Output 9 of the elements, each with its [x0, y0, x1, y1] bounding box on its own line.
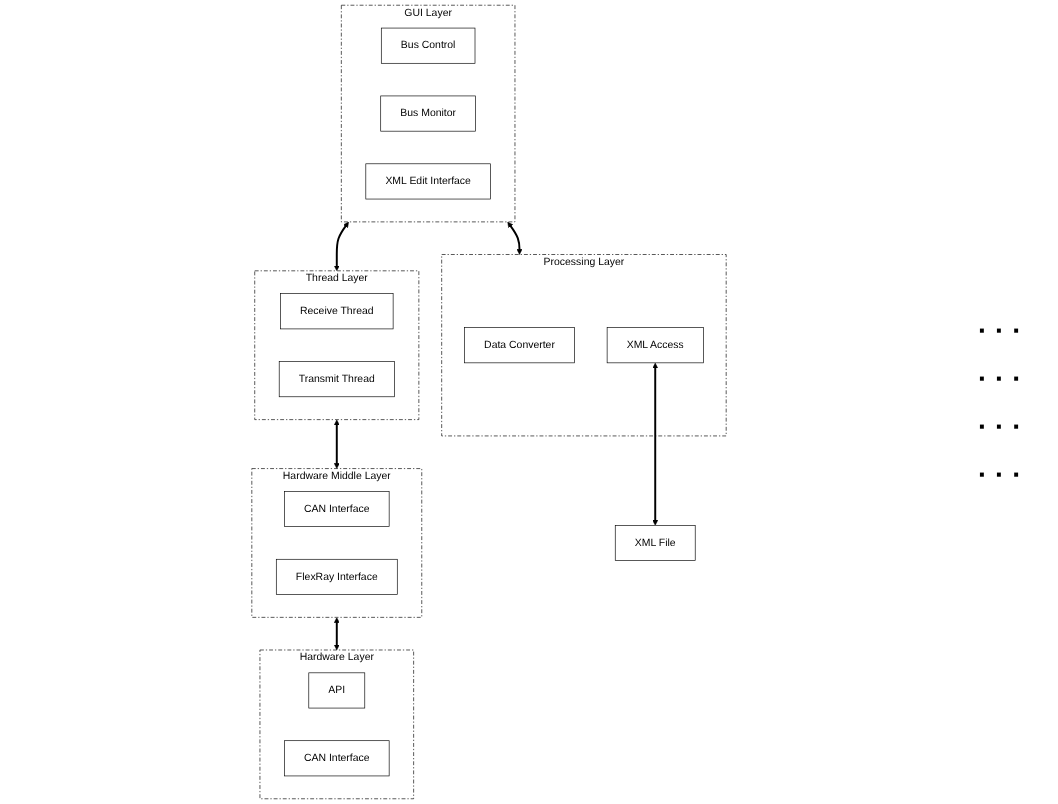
- ellipsis: · · ·: [978, 314, 1024, 346]
- arrow: [507, 221, 523, 255]
- arrow: [333, 221, 349, 272]
- arrow: [333, 419, 340, 469]
- arrow: [333, 617, 340, 651]
- ellipsis: · · ·: [978, 362, 1024, 394]
- ellipsis: · · ·: [978, 410, 1024, 442]
- arrow: [652, 362, 659, 526]
- ellipsis: · · ·: [978, 458, 1024, 490]
